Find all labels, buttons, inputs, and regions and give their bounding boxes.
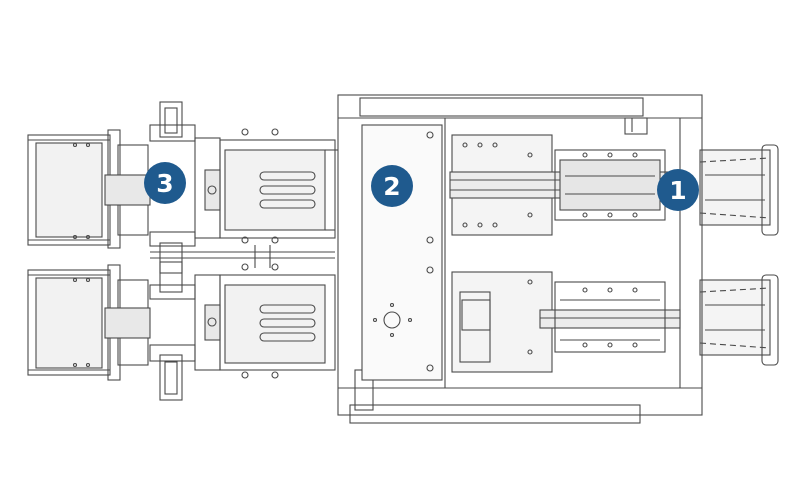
callout-3-label: 3 (156, 169, 173, 198)
conveyor-extension-lower (699, 274, 779, 366)
left-lower-module (27, 261, 336, 401)
conveyor-extension-upper (699, 144, 779, 236)
control-panel (361, 124, 443, 381)
callout-1: 1 (657, 169, 699, 211)
callout-2: 2 (371, 165, 413, 207)
callout-2-label: 2 (383, 172, 400, 201)
upper-mechanism (449, 134, 681, 236)
main-housing (337, 94, 703, 424)
left-upper-module (27, 101, 336, 274)
connecting-rods (150, 149, 338, 268)
lower-mechanism (451, 271, 681, 373)
callout-1-label: 1 (669, 176, 686, 205)
callout-3: 3 (144, 162, 186, 204)
